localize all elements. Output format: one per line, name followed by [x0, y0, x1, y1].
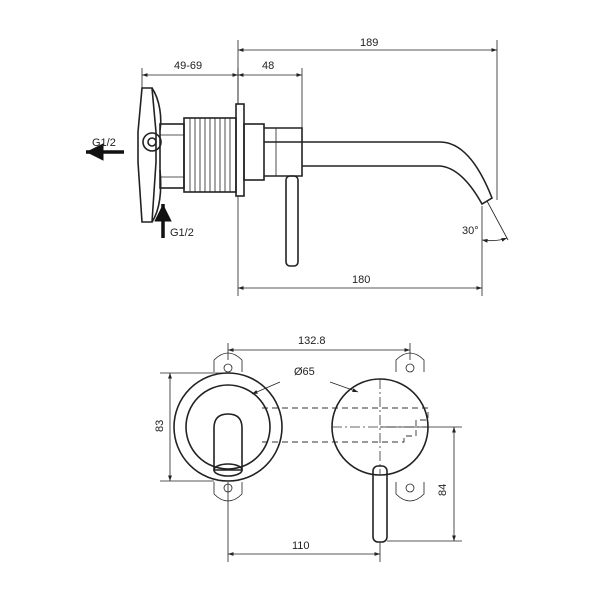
aerator [213, 463, 243, 477]
dim-centre-distance: 110 [227, 482, 381, 562]
front-view: 132.8 Ø65 83 84 110 [154, 335, 462, 562]
lever-plate [331, 378, 429, 543]
dim-plate-height: 83 [154, 372, 228, 482]
outlet-thread-label: G1/2 [92, 137, 116, 149]
side-view: G1/2 G1/2 189 49-69 48 18 [86, 37, 509, 296]
svg-text:110: 110 [292, 540, 310, 552]
dim-plate-diameter: Ø65 [251, 366, 359, 395]
svg-text:132.8: 132.8 [298, 335, 326, 347]
concealed-body [262, 407, 429, 443]
dim-angle: 30° [462, 200, 509, 243]
svg-text:49-69: 49-69 [174, 60, 202, 72]
spout [264, 141, 493, 206]
dim-body-length: 48 [238, 60, 303, 128]
svg-text:30°: 30° [462, 225, 479, 237]
svg-text:83: 83 [154, 420, 166, 432]
svg-text:48: 48 [262, 60, 274, 72]
svg-text:84: 84 [437, 484, 449, 496]
dim-wall-depth: 49-69 [141, 60, 239, 104]
threaded-body [183, 117, 237, 193]
svg-text:Ø65: Ø65 [294, 366, 315, 378]
svg-text:189: 189 [360, 37, 378, 49]
svg-text:180: 180 [352, 274, 370, 286]
lever-handle [372, 465, 388, 543]
dim-lever-height: 84 [380, 426, 462, 542]
lever-housing [243, 123, 303, 267]
mounting-bracket [137, 87, 185, 223]
dim-overall-length: 189 [237, 37, 498, 200]
inlet-thread-label: G1/2 [170, 227, 194, 239]
dim-spout-reach: 180 [237, 196, 483, 296]
dim-plate-spacing: 132.8 [227, 335, 411, 360]
spout-plate [173, 372, 283, 482]
wall-plate [235, 103, 245, 197]
